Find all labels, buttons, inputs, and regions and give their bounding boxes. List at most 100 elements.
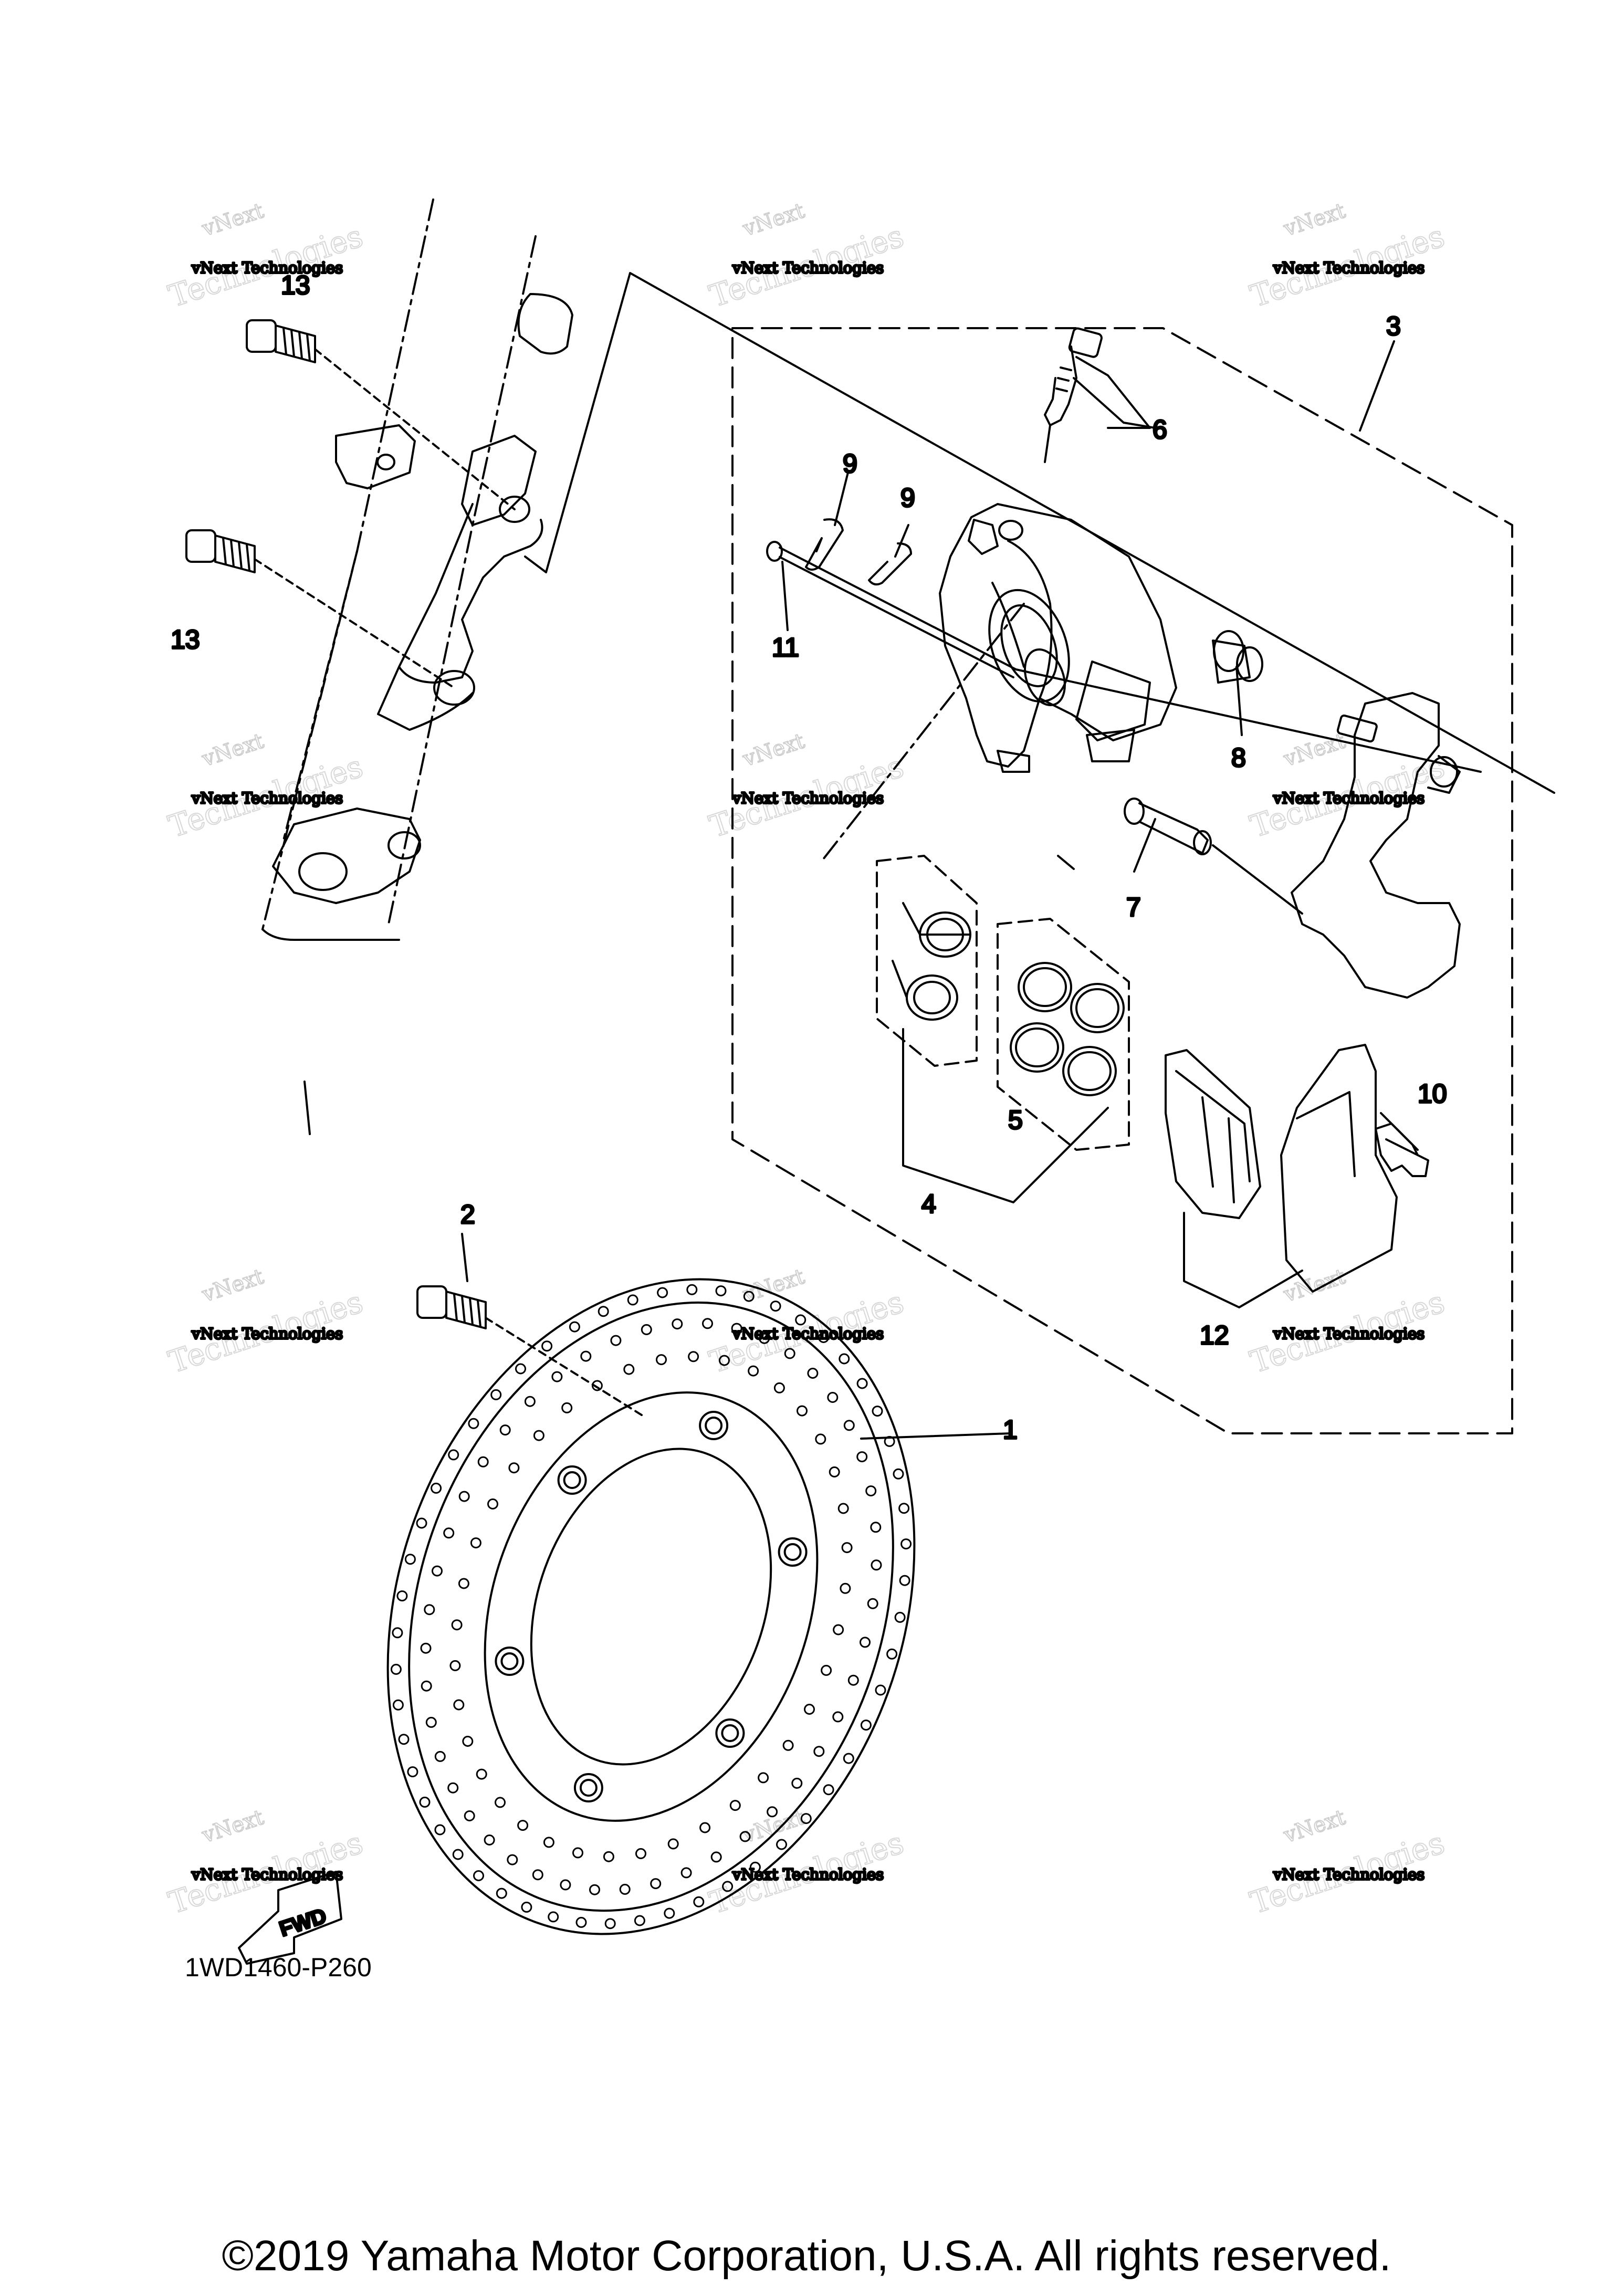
leader-lines: [303, 340, 1419, 1308]
disc-hole: [795, 1314, 806, 1326]
disc-hole: [543, 1837, 554, 1848]
disc-hole: [900, 1538, 912, 1550]
disc-hole: [832, 1711, 844, 1723]
brake-disc-1: [386, 1278, 1012, 1935]
disc-hole: [860, 1637, 871, 1648]
bolt-13-upper: [246, 319, 516, 510]
disc-hole: [841, 1542, 853, 1554]
disc-rivet: [721, 1724, 739, 1742]
disc-hole: [424, 1604, 435, 1616]
svg-text:vNext: vNext: [1281, 198, 1348, 241]
disc-hole: [870, 1522, 882, 1533]
disc-hole: [818, 1332, 829, 1343]
disc-hole: [487, 1498, 498, 1509]
disc-hole: [815, 1433, 826, 1445]
disc-hole: [425, 1716, 437, 1728]
disc-holes: [390, 1284, 912, 1930]
disc-hole: [667, 1838, 679, 1850]
callout-3: 3: [1386, 311, 1401, 341]
watermark: vNext Technologies vNext Technologies: [164, 1264, 368, 1380]
disc-rivets: [495, 1411, 808, 1802]
watermark: vNext Technologies vNext Technologies: [164, 1805, 368, 1921]
r-clip-9a: [805, 518, 844, 571]
disc-hole: [458, 1491, 470, 1502]
callout-labels: 1 2 3 4 5 6 7 8 9 9 10 11 12 13 13: [170, 269, 1448, 1445]
fork-leg-outline: [261, 198, 573, 941]
watermark: vNext Technologies vNext Technologies: [1245, 1264, 1449, 1380]
disc-hole: [860, 1720, 872, 1731]
disc-hole: [589, 1884, 600, 1895]
callout-9b: 9: [900, 483, 915, 512]
disc-hole: [580, 1350, 592, 1362]
disc-hole: [517, 1820, 529, 1831]
disc-hole: [729, 1800, 741, 1811]
disc-hole: [843, 1753, 854, 1764]
watermark: vNext Technologies vNext Technologies: [1245, 198, 1449, 314]
callout-9a: 9: [843, 449, 857, 478]
disc-hole: [893, 1468, 904, 1480]
r-clip-9b: [868, 542, 912, 586]
svg-text:vNext: vNext: [740, 729, 808, 771]
disc-hole: [451, 1619, 463, 1631]
disc-rivet: [715, 1718, 745, 1748]
disc-hole: [443, 1527, 455, 1539]
disc-hole: [598, 1306, 609, 1317]
disc-hole: [521, 1901, 532, 1913]
disc-hole: [702, 1318, 713, 1329]
disc-hole: [419, 1796, 431, 1808]
disc-hole: [468, 1418, 479, 1429]
disc-hole: [672, 1318, 683, 1330]
callout-10: 10: [1418, 1079, 1447, 1108]
svg-text:vNext Technologies: vNext Technologies: [732, 1865, 884, 1883]
disc-bolt-2: [416, 1233, 647, 1419]
disc-hole: [840, 1582, 851, 1594]
disc-hole: [843, 1420, 855, 1431]
disc-hole: [804, 1704, 815, 1715]
disc-hole: [507, 1854, 518, 1865]
disc-hole: [856, 1451, 868, 1463]
disc-hole: [871, 1559, 882, 1571]
disc-hole: [800, 1813, 812, 1825]
disc-rivet: [783, 1543, 802, 1561]
reference-line: [524, 272, 1555, 794]
disc-hole: [476, 1768, 487, 1780]
callout-6: 6: [1153, 415, 1167, 444]
disc-rivet: [579, 1779, 598, 1797]
disc-hole: [782, 1739, 794, 1751]
disc-hole: [686, 1284, 698, 1295]
collar-8: [1212, 630, 1263, 684]
caliper-kit-boundary: [731, 327, 1513, 1434]
callout-4: 4: [921, 1189, 936, 1219]
disc-hole: [610, 1335, 622, 1346]
disc-hole: [434, 1750, 446, 1762]
disc-hole: [784, 1348, 795, 1359]
disc-hole: [495, 1797, 506, 1808]
disc-hole: [688, 1351, 699, 1362]
watermark: vNext Technologies vNext Technologies: [705, 728, 908, 845]
watermark: vNext Technologies vNext Technologies: [164, 728, 368, 845]
disc-hole: [821, 1664, 832, 1676]
svg-text:vNext Technologies: vNext Technologies: [732, 259, 884, 277]
disc-hole: [604, 1918, 616, 1930]
disc-hole: [797, 1405, 808, 1417]
disc-hole: [827, 1392, 839, 1403]
disc-hole: [894, 1611, 906, 1623]
disc-hole: [872, 1406, 883, 1417]
disc-hole: [623, 1364, 635, 1375]
disc-hole: [758, 1772, 769, 1784]
disc-hole: [447, 1782, 459, 1794]
disc-hole: [867, 1598, 878, 1609]
caliper-mount-boss: [335, 424, 416, 489]
svg-text:vNext: vNext: [740, 198, 808, 241]
disc-hole: [449, 1660, 461, 1671]
disc-hole: [572, 1847, 583, 1859]
disc-hole: [749, 1861, 761, 1873]
svg-text:vNext: vNext: [199, 1264, 267, 1307]
disc-hole: [627, 1294, 638, 1306]
disc-hole: [434, 1824, 446, 1836]
callout-8: 8: [1231, 743, 1246, 772]
disc-hole: [477, 1456, 489, 1467]
svg-text:vNext Technologies: vNext Technologies: [191, 1865, 343, 1883]
disc-hole: [548, 1911, 559, 1923]
disc-hole: [823, 1784, 834, 1796]
